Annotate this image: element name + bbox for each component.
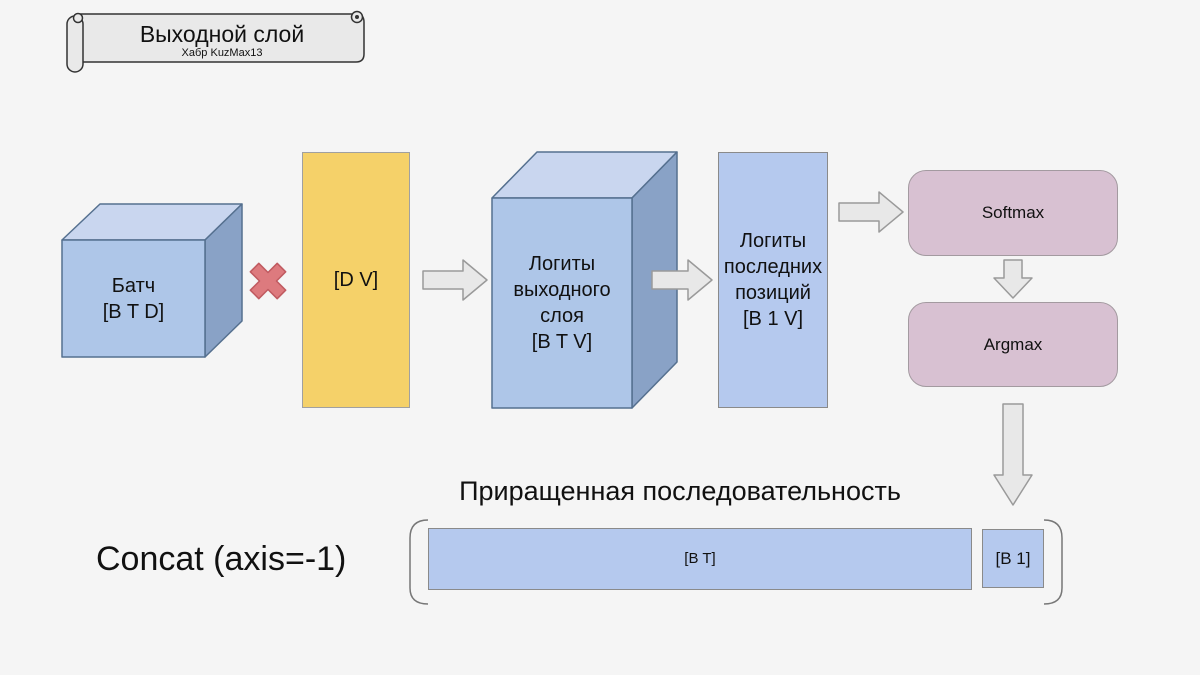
banner-subtitle: Хабр KuzMax13 (181, 46, 263, 59)
logits-output-box (491, 151, 678, 409)
batch-name: Батч (111, 274, 156, 297)
softmax-node: Softmax (908, 170, 1118, 256)
batch-cube (61, 203, 243, 358)
logits-output-shape: [B T V] (531, 331, 593, 353)
logits-last-line: последних (723, 256, 823, 278)
logits-output-label: Логиты выходного слоя [B T V] (492, 198, 632, 408)
batch-label: Батч [B T D] (62, 240, 205, 357)
logits-output-line: слоя (540, 305, 584, 327)
weights-rect: [D V] (302, 152, 410, 408)
arrow-right-icon (651, 259, 713, 301)
close-bracket (1043, 519, 1063, 605)
banner-label: Выходной слой Хабр KuzMax13 (80, 16, 364, 64)
sequence-main-rect: [B T] (428, 528, 972, 590)
logits-last-shape: [B 1 V] (742, 308, 804, 330)
banner-title: Выходной слой (139, 20, 305, 47)
logits-output-line: Логиты (528, 253, 596, 275)
open-bracket (409, 519, 429, 605)
weights-shape: [D V] (333, 269, 379, 291)
arrow-right-icon (838, 191, 904, 233)
sequence-heading: Приращенная последовательность (459, 476, 901, 506)
logits-output-line: выходного (513, 279, 611, 301)
argmax-label: Argmax (983, 334, 1043, 354)
sequence-appended-shape: [B 1] (995, 548, 1031, 568)
scroll-banner-shape (66, 10, 365, 73)
argmax-node: Argmax (908, 302, 1118, 387)
sequence-main-shape: [B T] (684, 550, 716, 567)
concat-label: Concat (axis=-1) (96, 540, 347, 578)
logits-last-rect: Логиты последних позиций [B 1 V] (718, 152, 828, 408)
arrow-down-icon (993, 403, 1033, 506)
batch-shape: [B T D] (102, 300, 165, 323)
logits-last-line: позиций (735, 282, 811, 304)
arrow-down-icon (993, 259, 1033, 299)
logits-last-line: Логиты (739, 230, 807, 252)
arrow-right-icon (422, 259, 488, 301)
softmax-label: Softmax (981, 203, 1045, 222)
multiply-icon (249, 262, 287, 300)
sequence-appended-rect: [B 1] (982, 529, 1044, 588)
